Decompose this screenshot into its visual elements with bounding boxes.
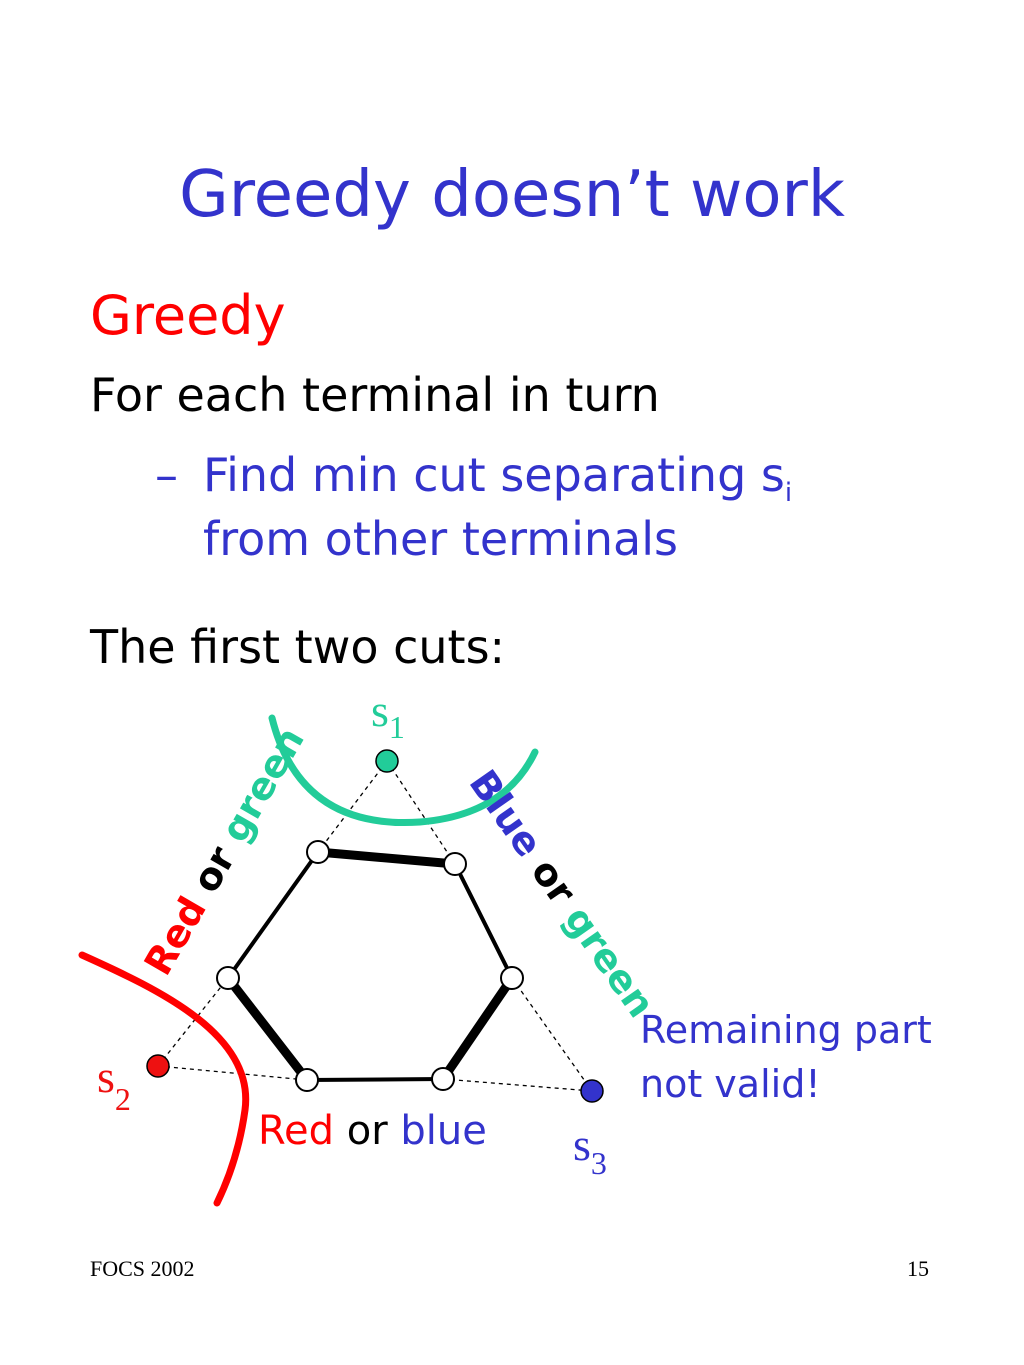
dashed-edge xyxy=(511,977,593,1092)
terminal-s3-node xyxy=(580,1079,604,1103)
hexagon-vertex xyxy=(431,1067,455,1091)
terminal-s3-label: s3 xyxy=(573,1119,607,1181)
bottom-cut-label-or: or xyxy=(346,1108,388,1154)
dashed-edge xyxy=(386,760,456,865)
left-cut-label-green: green xyxy=(212,720,312,850)
hexagon-edge-heavy xyxy=(439,975,516,1082)
remark-line2: not valid! xyxy=(640,1062,821,1106)
hexagon-vertex xyxy=(295,1068,319,1092)
right-cut-label-green: green xyxy=(556,898,663,1025)
red-cut-curve xyxy=(78,951,250,1207)
dashed-edge xyxy=(317,760,388,853)
slide-title: Greedy doesn’t work xyxy=(179,158,845,232)
right-cut-label-or: or xyxy=(523,850,585,912)
bullet-text-line2: from other terminals xyxy=(203,512,678,566)
dashed-edge xyxy=(157,977,229,1067)
hexagon-edge xyxy=(226,850,320,980)
hexagon-edge xyxy=(306,1077,444,1082)
dashed-edge xyxy=(157,1065,308,1081)
bottom-cut-label-red: Red xyxy=(258,1108,334,1154)
bottom-cut-label-blue: blue xyxy=(400,1108,487,1154)
body-line-for-each: For each terminal in turn xyxy=(90,368,660,422)
hexagon-edge-heavy xyxy=(224,975,311,1083)
terminal-s1-node xyxy=(375,749,399,773)
slide-number: 15 xyxy=(907,1256,929,1281)
right-cut-label: Blue or green xyxy=(461,762,664,1025)
bottom-cut-label: Red or blue xyxy=(258,1108,487,1154)
hexagon-edge xyxy=(453,863,514,979)
remark-line1: Remaining part xyxy=(640,1008,932,1052)
terminal-s2-label: s2 xyxy=(97,1051,131,1117)
bullet-text-subscript: i xyxy=(784,478,793,509)
green-cut-curve xyxy=(268,714,539,827)
hexagon-vertex xyxy=(443,852,467,876)
terminal-s1-label: s1 xyxy=(371,685,405,745)
left-cut-label-or: or xyxy=(183,839,244,900)
left-cut-label-red: Red xyxy=(136,889,215,982)
terminal-s2-node xyxy=(146,1054,170,1078)
section-heading: Greedy xyxy=(90,284,286,347)
dashed-edge xyxy=(442,1078,593,1092)
left-cut-label: Red or green xyxy=(136,720,313,983)
bullet-text-line1: Find min cut separating si xyxy=(203,448,792,508)
bullet-text-main: Find min cut separating s xyxy=(203,448,785,502)
hexagon-vertex xyxy=(306,840,330,864)
hexagon-vertex xyxy=(216,966,240,990)
body-line-first-two-cuts: The first two cuts: xyxy=(90,620,506,674)
hexagon-vertex xyxy=(500,966,524,990)
footer-left: FOCS 2002 xyxy=(90,1256,195,1281)
hexagon-edge-heavy xyxy=(317,847,456,869)
bullet-dash: – xyxy=(155,448,178,502)
